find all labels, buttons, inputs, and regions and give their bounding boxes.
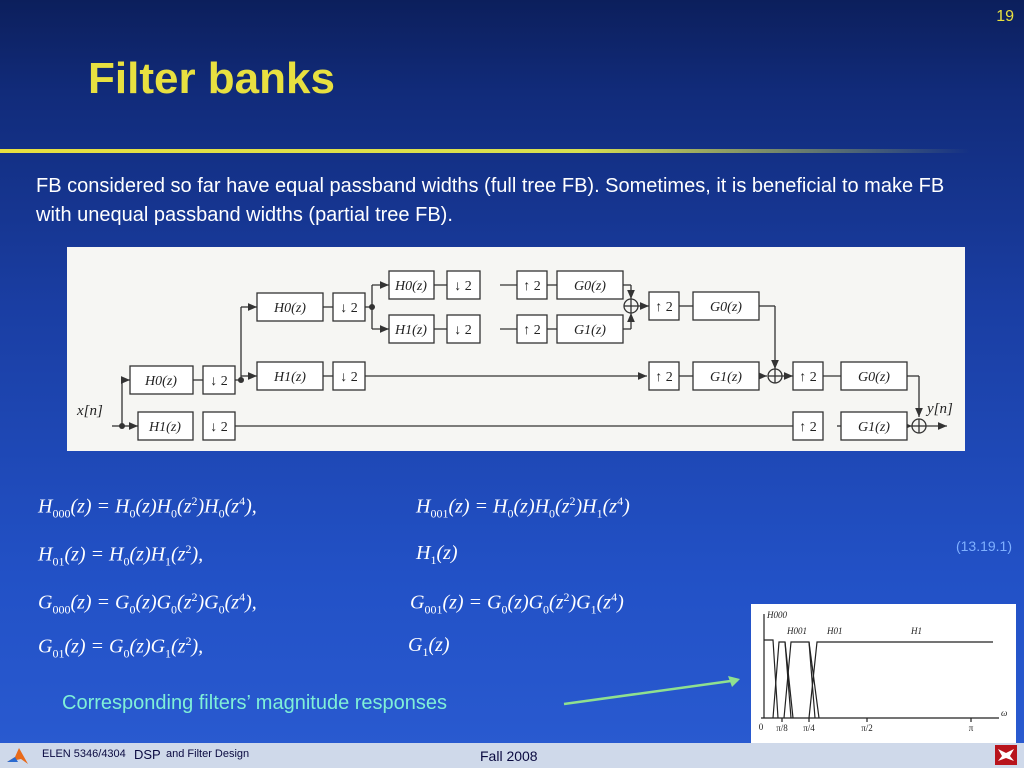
block-g0-mid: G0(z) [710, 300, 742, 315]
block-g1-mid: G1(z) [710, 370, 742, 385]
axis-omega: ω [1001, 708, 1007, 718]
label-h001: H001 [786, 626, 807, 636]
label-h01: H01 [826, 626, 843, 636]
slide-title: Filter banks [88, 54, 335, 103]
block-h1-input: H1(z) [148, 420, 181, 435]
title-divider [0, 149, 970, 153]
matlab-logo-icon [7, 748, 28, 764]
equation-h01: H01(z) = H0(z)H1(z2), [38, 542, 204, 569]
upsampler: ↑ 2 [655, 370, 673, 385]
input-label: x[n] [76, 403, 103, 419]
output-label: y[n] [925, 401, 953, 417]
block-h1-top: H1(z) [394, 323, 427, 338]
footer-course: ELEN 5346/4304 [42, 748, 126, 760]
equation-g1: G1(z) [408, 634, 450, 659]
block-h1-mid: H1(z) [273, 370, 306, 385]
downsampler: ↓ 2 [454, 323, 472, 338]
tick-pi-8: π/8 [776, 723, 788, 733]
tick-pi: π [969, 723, 974, 733]
label-h1: H1 [910, 626, 922, 636]
upsampler: ↑ 2 [523, 279, 541, 294]
tick-pi-4: π/4 [803, 723, 815, 733]
magnitude-response-plot: H000 H001 H01 H1 ω 0 π/8 π/4 π/2 π [751, 604, 1016, 743]
tick-0: 0 [759, 722, 764, 732]
intro-text: FB considered so far have equal passband… [36, 175, 945, 226]
university-logo-icon [995, 745, 1017, 765]
equation-g001: G001(z) = G0(z)G0(z2)G1(z4) [410, 590, 624, 617]
equation-h001: H001(z) = H0(z)H0(z2)H1(z4) [416, 494, 630, 521]
equation-number: (13.19.1) [955, 538, 1012, 554]
block-h0-input: H0(z) [144, 374, 177, 389]
block-g1-output: G1(z) [858, 420, 890, 435]
downsampler: ↓ 2 [340, 370, 358, 385]
footer-date: Fall 2008 [480, 748, 538, 764]
equation-h1: H1(z) [416, 542, 458, 567]
footer-rest: and Filter Design [166, 748, 250, 760]
block-g0-top: G0(z) [574, 279, 606, 294]
block-h0-mid: H0(z) [273, 301, 306, 316]
equation-g000: G000(z) = G0(z)G0(z2)G0(z4), [38, 590, 257, 617]
downsampler: ↓ 2 [210, 420, 228, 435]
equation-h000: H000(z) = H0(z)H0(z2)H0(z4), [38, 494, 257, 521]
downsampler: ↓ 2 [454, 279, 472, 294]
upsampler: ↑ 2 [799, 370, 817, 385]
tick-pi-2: π/2 [861, 723, 873, 733]
block-g0-output: G0(z) [858, 370, 890, 385]
label-h000: H000 [766, 610, 787, 620]
upsampler: ↑ 2 [523, 323, 541, 338]
footer-dsp: DSP [134, 747, 161, 762]
slide-number: 19 [996, 8, 1014, 25]
equation-g01: G01(z) = G0(z)G1(z2), [38, 634, 204, 661]
block-h0-top: H0(z) [394, 279, 427, 294]
block-g1-top: G1(z) [574, 323, 606, 338]
downsampler: ↓ 2 [210, 374, 228, 389]
filter-bank-diagram: x[n] y[n] H0(z) H1(z) H0(z) H1(z) H0(z) … [67, 247, 965, 451]
caption-text: Corresponding filters’ magnitude respons… [62, 692, 448, 714]
downsampler: ↓ 2 [340, 301, 358, 316]
upsampler: ↑ 2 [655, 300, 673, 315]
caption-arrow [563, 676, 740, 706]
upsampler: ↑ 2 [799, 420, 817, 435]
footer-bar: ELEN 5346/4304 DSP and Filter Design Fal… [0, 743, 1024, 768]
